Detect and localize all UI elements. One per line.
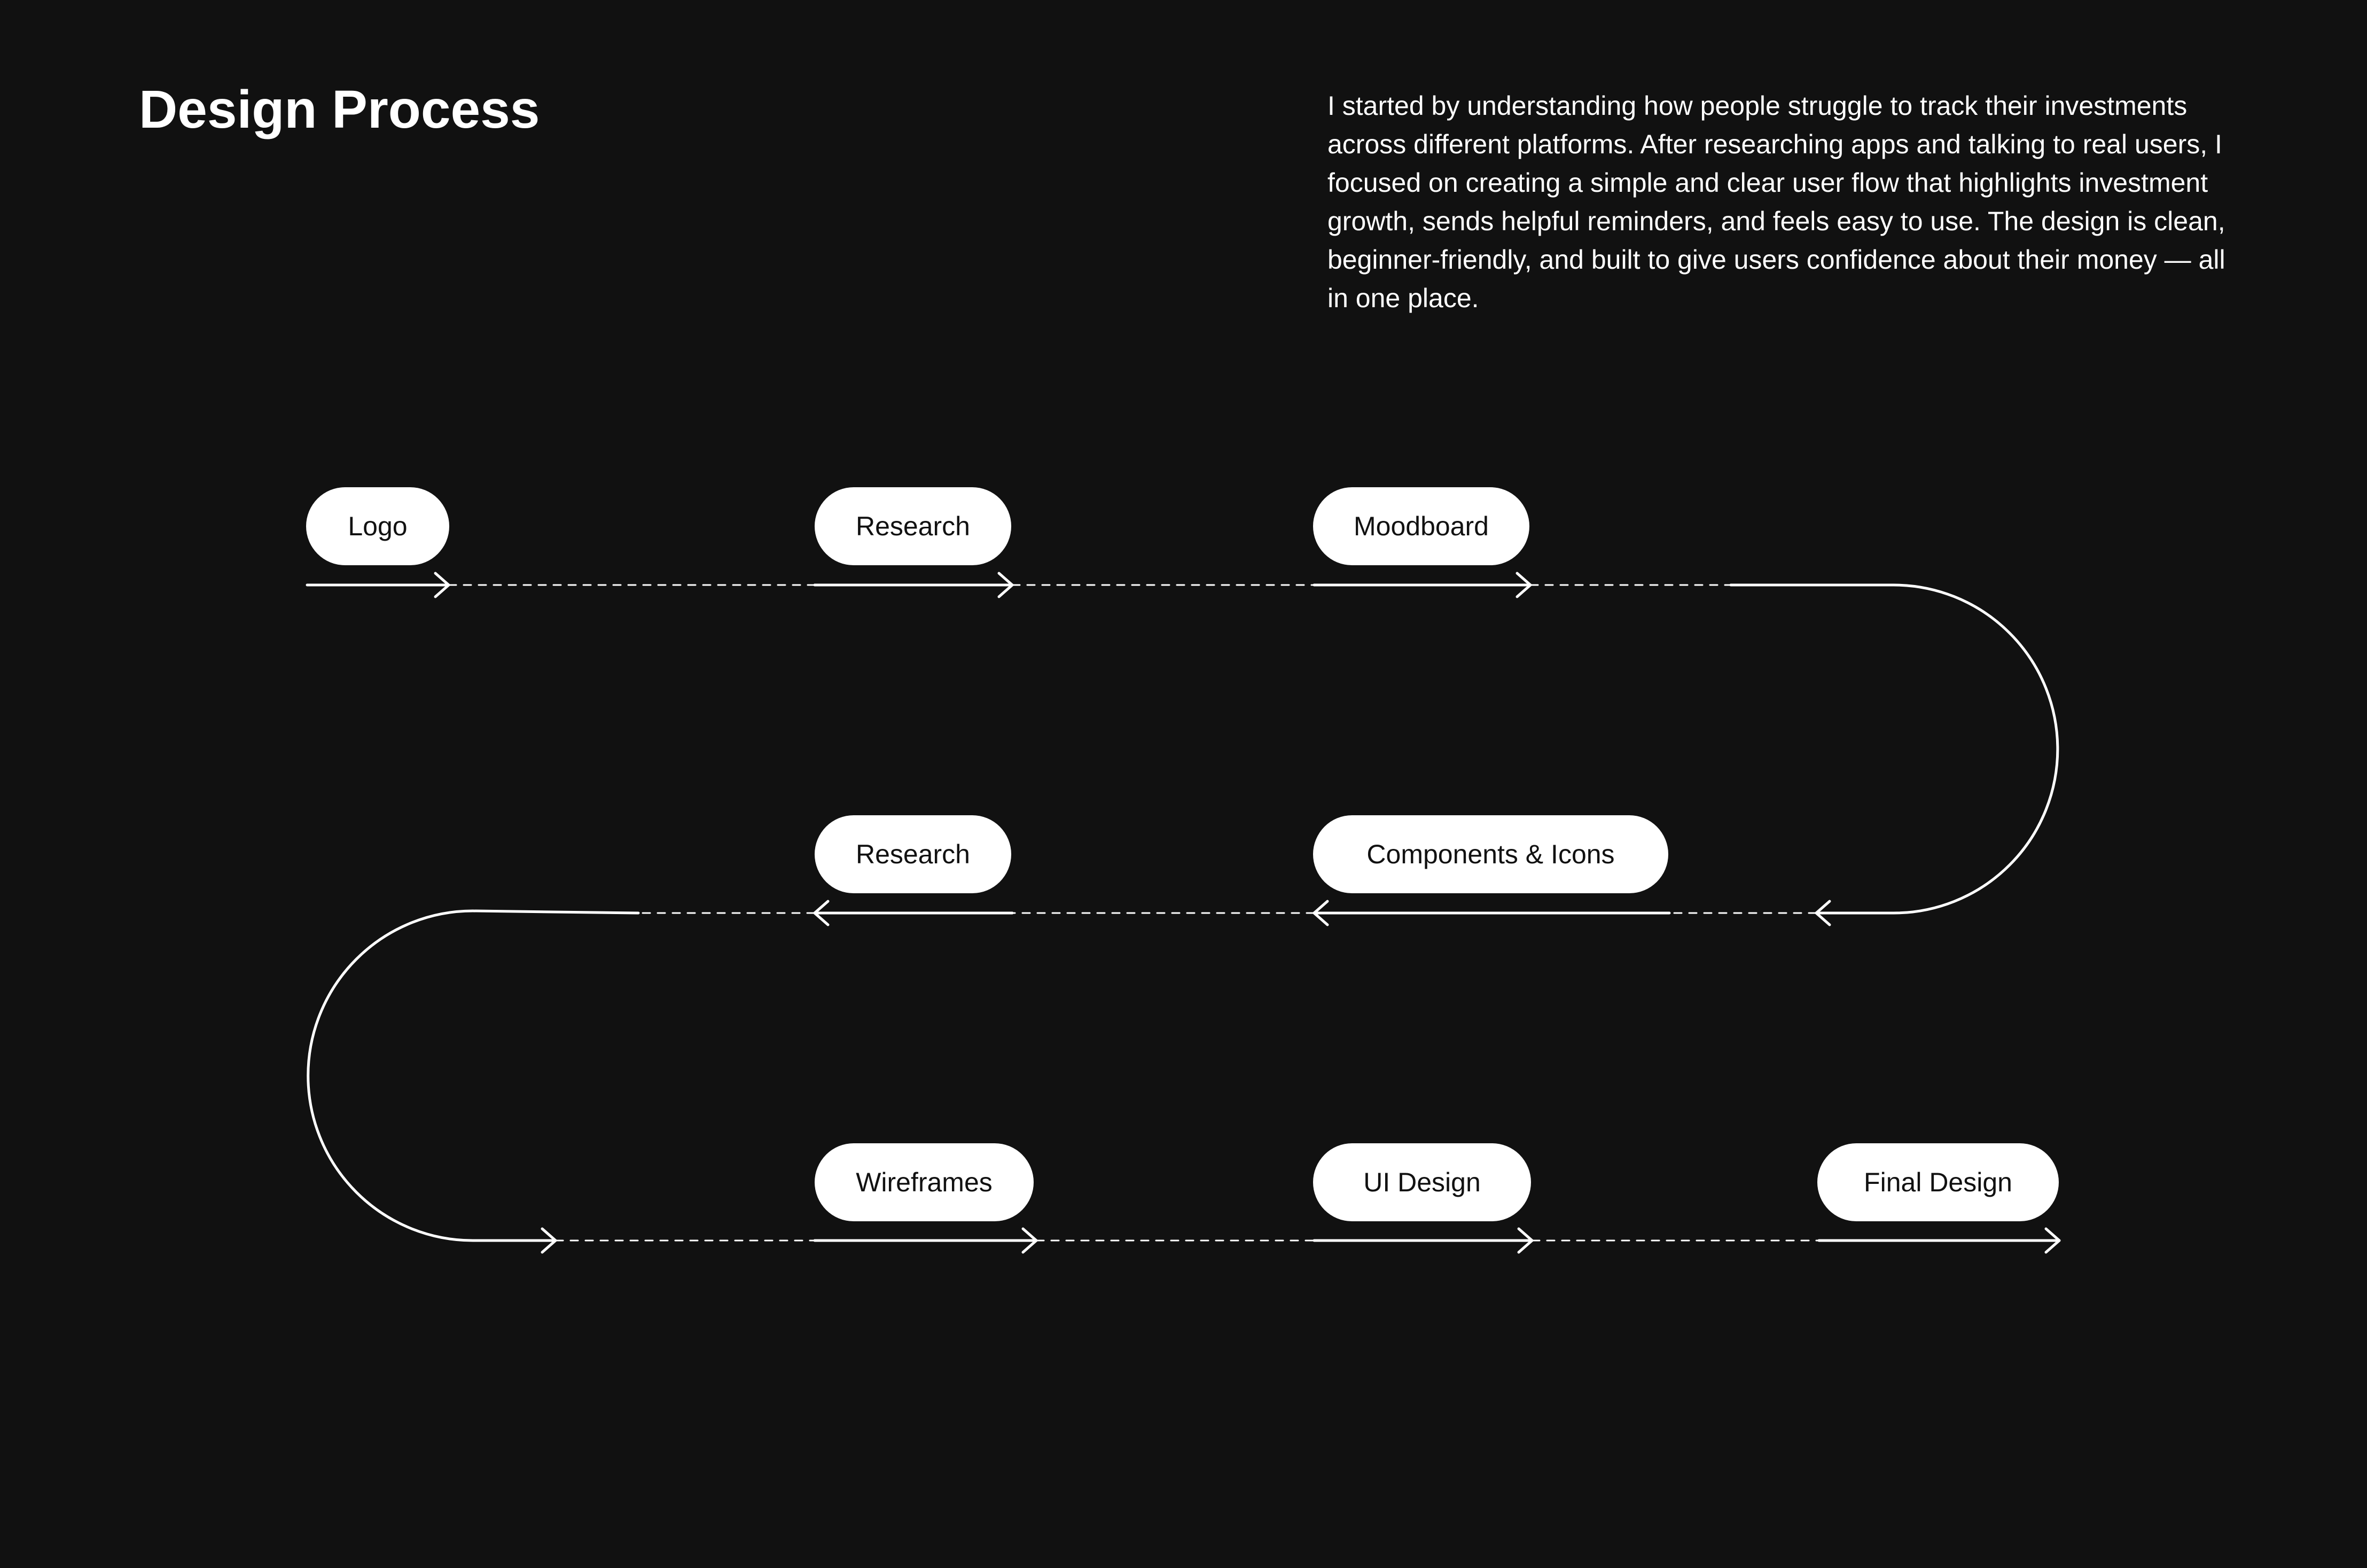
step-wireframes: Wireframes xyxy=(815,1143,1034,1221)
step-components-icons: Components & Icons xyxy=(1313,815,1668,893)
page-title: Design Process xyxy=(139,80,540,139)
step-ui-design: UI Design xyxy=(1313,1143,1531,1221)
process-description: I started by understanding how people st… xyxy=(1327,91,2225,313)
step-moodboard: Moodboard xyxy=(1313,487,1529,565)
step-research-2: Research xyxy=(815,815,1011,893)
step-final-design: Final Design xyxy=(1817,1143,2059,1221)
step-research: Research xyxy=(815,487,1011,565)
right-curve-connector xyxy=(1729,583,2059,915)
left-curve-connector xyxy=(307,909,640,1242)
arrow-head-right xyxy=(2044,1227,2061,1254)
step-logo: Logo xyxy=(306,487,449,565)
